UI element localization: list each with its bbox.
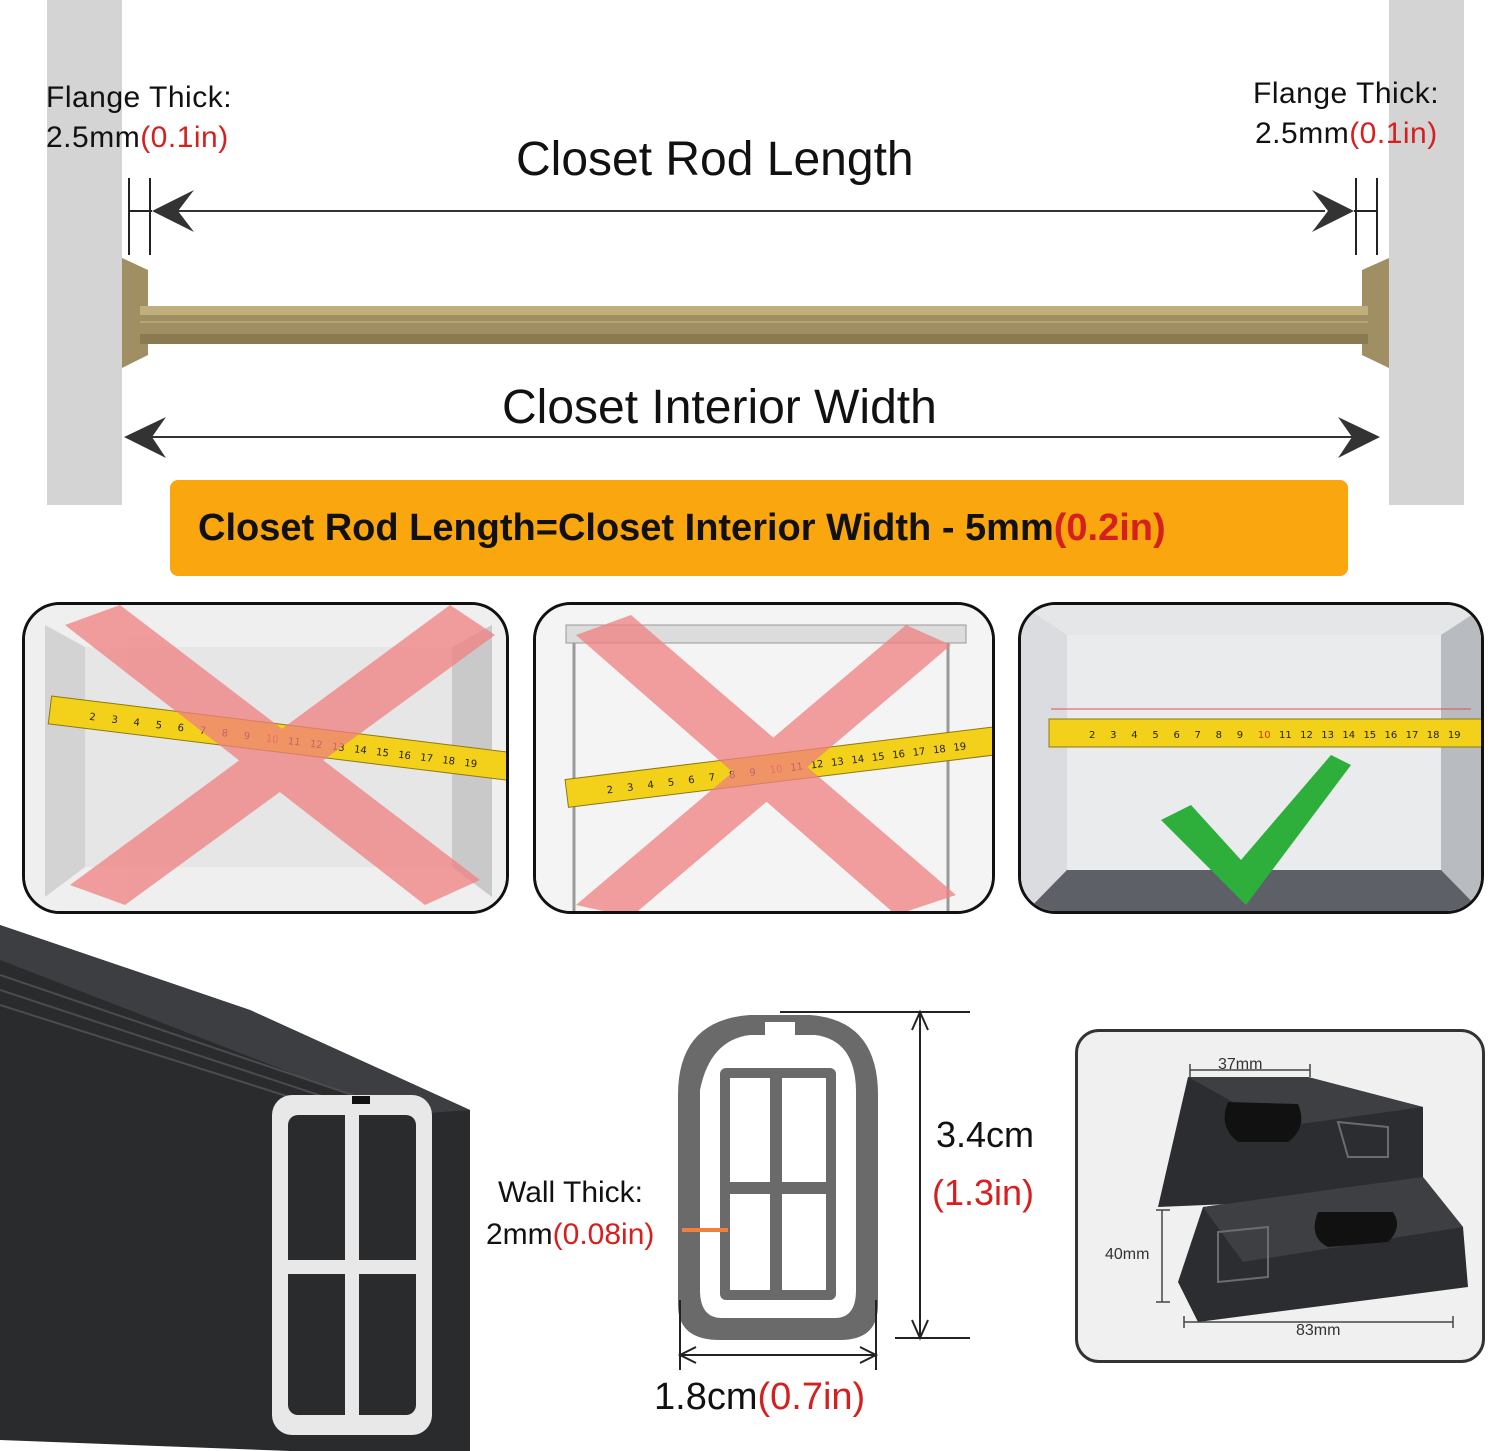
tape-tick-label: 8: [1216, 730, 1222, 741]
tape-tick-label: 15: [1363, 730, 1376, 741]
width-dimension: [677, 1300, 879, 1370]
wall-thick-in: (0.08in): [552, 1218, 655, 1251]
tape-tick-label: 13: [831, 756, 845, 768]
width-dimension-value: 1.8cm(0.7in): [654, 1376, 865, 1419]
closet-rod: [122, 258, 1389, 368]
tape-tick-label: 14: [851, 754, 865, 766]
rod-length-arrow: [152, 190, 1354, 232]
tape-tick-label: 14: [1342, 730, 1355, 741]
tape-tick-label: 2: [1089, 730, 1095, 741]
measure-example-correct: 2 3 4 5 6 7 8 9 10 11 12 13 14 15 16 17 18 19: [1018, 602, 1484, 914]
x-icon: [576, 615, 956, 911]
flange-left-mm: 2.5mm: [46, 121, 141, 154]
flange-right-in: (0.1in): [1349, 117, 1438, 150]
wall-thick-mm: 2mm: [486, 1218, 553, 1251]
formula-text: Closet Rod Length=Closet Interior Width …: [198, 507, 1054, 549]
tape-tick-label: 6: [688, 775, 696, 787]
tape-tick-label: 3: [626, 782, 634, 794]
tape-tick-label: 13: [1321, 730, 1334, 741]
flange-right-mm: 2.5mm: [1255, 117, 1350, 150]
bracket-top: [1158, 1077, 1423, 1207]
flange-thick-right-value: 2.5mm(0.1in): [1255, 114, 1438, 154]
height-dimension: [780, 1009, 970, 1341]
tape-tick-label: 12: [810, 759, 824, 771]
tape-tick-label: 19: [953, 741, 967, 753]
tape-tick-label: 15: [375, 747, 389, 759]
wall-thick-value: 2mm(0.08in): [486, 1218, 654, 1252]
x-icon: [65, 605, 495, 905]
width-in: (0.7in): [757, 1376, 866, 1418]
tape-tick-label: 16: [397, 750, 411, 762]
rod-profile-3d: [0, 925, 470, 1451]
left-wall: [47, 0, 122, 505]
tape-tick-label: 2: [89, 712, 97, 724]
right-wall: [1389, 0, 1464, 505]
tape-tick-label: 4: [1131, 730, 1137, 741]
tape-tick-label: 14: [353, 744, 367, 756]
width-cm: 1.8cm: [654, 1376, 758, 1418]
tape-tick-label: 10: [1258, 730, 1271, 741]
bracket-inset: 37mm 40mm 83mm: [1075, 1029, 1485, 1363]
tape-tick-label: 17: [1406, 730, 1419, 741]
tape-tick-label: 15: [871, 751, 885, 763]
tape-tick-label: 18: [933, 744, 947, 756]
top-diagram-svg: [122, 178, 1389, 458]
tape-tick-label: 9: [1237, 730, 1243, 741]
bracket-length-label: 83mm: [1296, 1322, 1341, 1339]
height-in: (1.3in): [932, 1172, 1035, 1213]
flange-thick-right-label: Flange Thick:: [1253, 77, 1440, 110]
flange-left-in: (0.1in): [140, 121, 229, 154]
tape-tick-label: 4: [133, 717, 141, 729]
flange-thick-left-value: 2.5mm(0.1in): [46, 118, 229, 158]
tape-tick-label: 12: [1300, 730, 1313, 741]
closet-interior-width-title: Closet Interior Width: [502, 381, 937, 434]
checkmark-icon: [1161, 755, 1351, 905]
interior-width-arrow: [124, 417, 1380, 458]
bracket-width-label: 37mm: [1218, 1056, 1263, 1073]
tape-tick-label: 5: [1152, 730, 1158, 741]
tape-tick-label: 17: [912, 746, 926, 758]
flange-ticks: [128, 178, 1378, 255]
wall-thick-label: Wall Thick:: [498, 1176, 644, 1209]
tape-tick-label: 7: [1195, 730, 1201, 741]
bracket-bottom: [1178, 1177, 1468, 1322]
tape-tick-label: 7: [708, 772, 716, 784]
height-value: 3.4cm: [936, 1114, 1035, 1155]
tape-tick-label: 2: [606, 785, 614, 797]
tape-tick-label: 17: [420, 752, 434, 764]
tape-measure-straight: 2 3 4 5 6 7 8 9 10 11 12 13 14 15 16 17 18 19: [1048, 708, 1481, 748]
tape-tick-label: 16: [1385, 730, 1398, 741]
tape-tick-label: 11: [1279, 730, 1292, 741]
tape-tick-label: 4: [647, 780, 655, 792]
tape-tick-label: 6: [177, 723, 185, 735]
tape-tick-label: 18: [442, 755, 456, 767]
closet-rod-length-title: Closet Rod Length: [516, 133, 914, 186]
rod-cross-section: [677, 1009, 970, 1370]
tape-tick-label: 5: [667, 777, 675, 789]
tape-tick-label: 18: [1427, 730, 1440, 741]
formula-in: (0.2in): [1053, 507, 1166, 549]
formula-banner: Closet Rod Length=Closet Interior Width …: [170, 480, 1348, 576]
flange-thick-left-label: Flange Thick:: [46, 81, 233, 114]
tape-tick-label: 16: [892, 749, 906, 761]
tape-tick-label: 6: [1173, 730, 1179, 741]
bracket-height-label: 40mm: [1105, 1246, 1150, 1263]
tape-tick-label: 3: [111, 715, 119, 727]
tape-tick-label: 5: [155, 720, 163, 732]
tape-tick-label: 3: [1110, 730, 1116, 741]
tape-tick-label: 19: [1448, 730, 1461, 741]
tape-tick-label: 19: [464, 758, 478, 770]
